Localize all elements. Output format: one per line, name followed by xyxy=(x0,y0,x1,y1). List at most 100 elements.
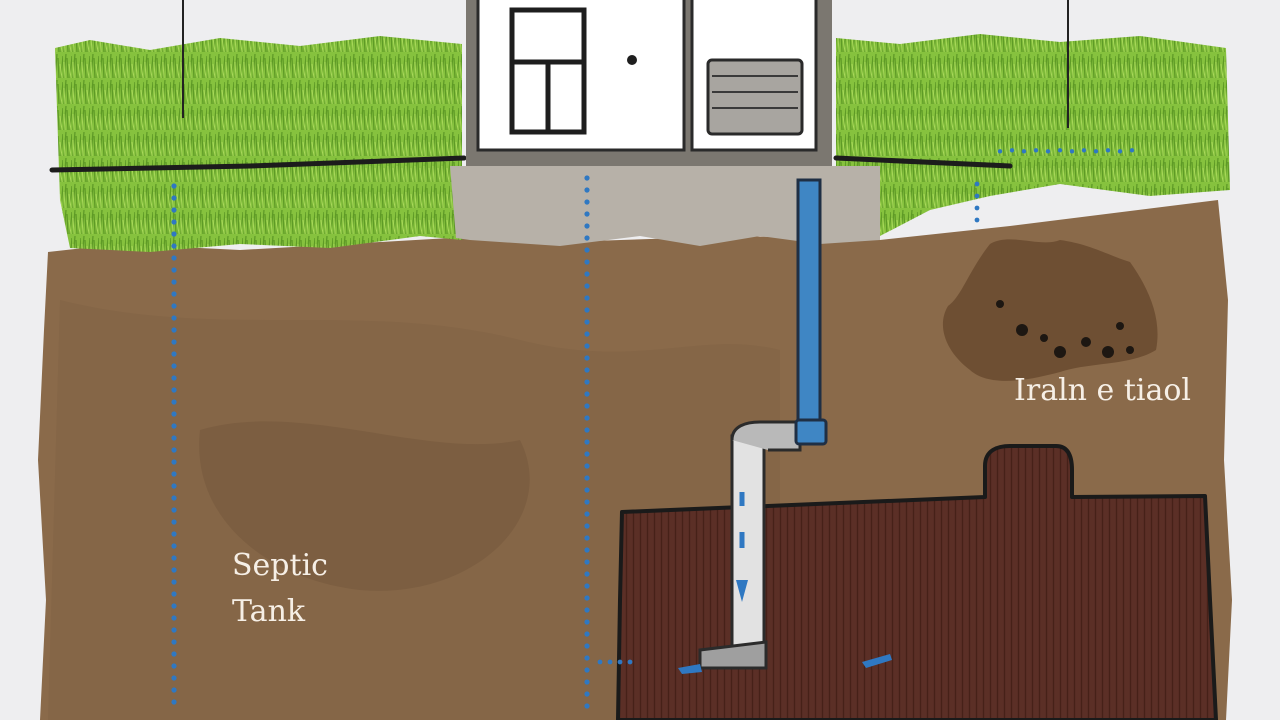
water-drop xyxy=(974,205,980,211)
ground-line-left xyxy=(49,155,467,173)
water-drop xyxy=(584,643,590,649)
water-drop xyxy=(584,283,590,289)
water-drop xyxy=(171,399,177,405)
water-splash xyxy=(862,654,892,668)
septic-label-line1: Septic xyxy=(232,548,328,583)
water-drop xyxy=(171,327,177,333)
water-drop xyxy=(171,579,177,585)
water-drop xyxy=(584,427,590,433)
grass-right xyxy=(836,34,1230,236)
water-drop xyxy=(584,379,590,385)
water-drop xyxy=(1033,148,1039,153)
water-drop xyxy=(171,543,177,549)
water-drop xyxy=(171,303,177,309)
house-icon xyxy=(466,0,832,166)
water-drop xyxy=(171,207,177,213)
water-drop xyxy=(584,247,590,253)
water-drop xyxy=(1009,148,1015,153)
water-drop xyxy=(584,499,590,505)
water-drop xyxy=(171,267,177,273)
soil-shading xyxy=(48,300,780,720)
water-drop xyxy=(584,175,590,181)
water-drop xyxy=(171,387,177,393)
door-knob xyxy=(627,55,637,65)
water-drop xyxy=(171,675,177,681)
water-drop xyxy=(171,183,177,189)
outlet-pipe-blue xyxy=(794,178,828,446)
water-drop xyxy=(171,531,177,537)
water-drop xyxy=(584,391,590,397)
water-drop xyxy=(171,639,177,645)
water-drop xyxy=(171,423,177,429)
water-drop xyxy=(597,659,603,665)
water-drop xyxy=(171,483,177,489)
grass-left xyxy=(55,36,462,252)
water-drop xyxy=(607,659,613,665)
water-drop xyxy=(584,679,590,685)
water-drop xyxy=(584,295,590,301)
water-drop xyxy=(584,547,590,553)
water-drop xyxy=(584,259,590,265)
water-drop xyxy=(171,459,177,465)
water-splash xyxy=(678,664,702,674)
water-drop xyxy=(584,631,590,637)
water-drop xyxy=(584,439,590,445)
water-drop xyxy=(584,223,590,229)
water-drop xyxy=(974,193,980,199)
water-drop xyxy=(171,363,177,369)
water-drop xyxy=(171,591,177,597)
water-drop xyxy=(171,435,177,441)
water-drop xyxy=(627,659,633,665)
water-drop xyxy=(584,235,590,241)
ground-line-right xyxy=(833,155,1013,169)
water-drop xyxy=(171,687,177,693)
water-drop xyxy=(171,351,177,357)
water-drop xyxy=(584,319,590,325)
water-drop xyxy=(1081,148,1087,153)
water-drop xyxy=(1021,149,1027,154)
water-drop xyxy=(171,555,177,561)
water-drop xyxy=(171,627,177,633)
water-drop xyxy=(171,471,177,477)
water-drop xyxy=(171,279,177,285)
water-drop xyxy=(171,699,177,705)
water-drop xyxy=(171,651,177,657)
water-drop xyxy=(1045,149,1051,154)
water-drop xyxy=(171,315,177,321)
drain-field-label: Iraln e tiaol xyxy=(1014,373,1191,408)
water-drop xyxy=(584,583,590,589)
water-drop xyxy=(584,523,590,529)
water-drop xyxy=(584,307,590,313)
water-drop xyxy=(171,291,177,297)
water-drop xyxy=(584,355,590,361)
water-drop xyxy=(584,403,590,409)
water-drop xyxy=(171,411,177,417)
water-drop xyxy=(171,231,177,237)
water-drop xyxy=(584,343,590,349)
water-drop xyxy=(584,415,590,421)
water-drop xyxy=(1105,148,1111,153)
water-drop xyxy=(171,195,177,201)
pit-rocks xyxy=(996,300,1134,358)
water-drop xyxy=(171,495,177,501)
water-drop xyxy=(584,511,590,517)
water-drop xyxy=(584,703,590,709)
water-drop xyxy=(617,659,623,665)
water-drop xyxy=(584,607,590,613)
drain-field-pit xyxy=(942,239,1158,381)
septic-label-line2: Tank xyxy=(232,594,306,629)
water-drop xyxy=(171,339,177,345)
water-drop xyxy=(584,691,590,697)
water-drop xyxy=(584,595,590,601)
water-drop xyxy=(584,331,590,337)
water-drop xyxy=(584,451,590,457)
water-drop xyxy=(974,181,980,187)
water-drop xyxy=(584,475,590,481)
water-drop xyxy=(584,559,590,565)
water-drops xyxy=(171,148,1135,709)
water-drop xyxy=(171,219,177,225)
water-drop xyxy=(171,507,177,513)
water-drop xyxy=(584,211,590,217)
water-drop xyxy=(171,447,177,453)
